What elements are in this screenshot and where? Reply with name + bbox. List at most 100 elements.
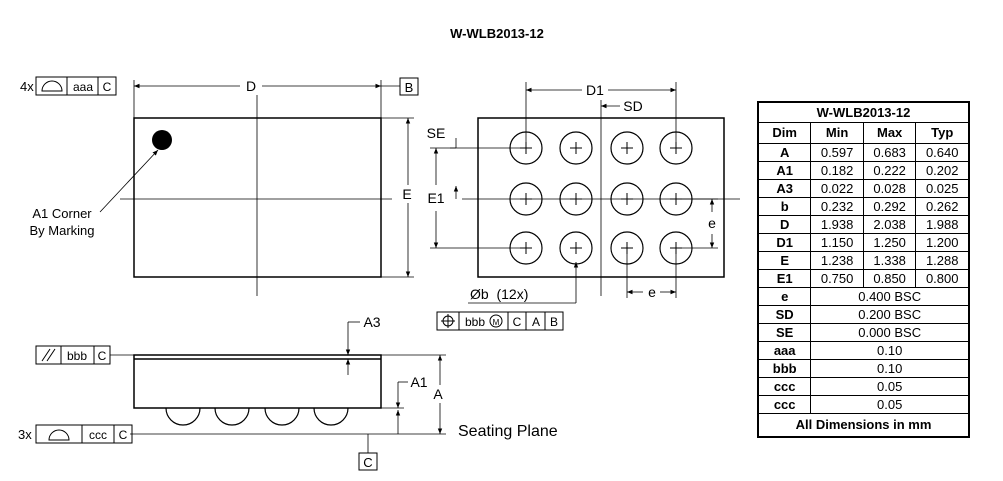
table-cell-dim: b: [757, 197, 812, 216]
table-cell-max: 0.683: [862, 143, 917, 162]
dim-A1-label: A1: [410, 374, 427, 390]
ball-callout-label: Øb (12x): [470, 286, 528, 302]
table-cell-value: 0.10: [810, 341, 970, 360]
dim-D-label: D: [246, 78, 256, 94]
top-view-package-outline: [133, 117, 382, 278]
datum-b-box: [399, 77, 419, 96]
ball-center-mark: [520, 242, 532, 254]
drawing-title: W-WLB2013-12: [450, 26, 544, 41]
table-cell-dim: D: [757, 215, 812, 234]
dim-A3-label: A3: [363, 314, 380, 330]
table-cell-typ: 0.025: [915, 179, 970, 198]
side-solder-ball: [264, 407, 300, 426]
solder-ball: [610, 131, 644, 165]
table-cell-value: 0.10: [810, 359, 970, 378]
table-cell-typ: 0.202: [915, 161, 970, 180]
ball-center-mark: [621, 193, 633, 205]
solder-ball-grid: [509, 131, 693, 265]
fcf-position-bbb: bbb: [465, 315, 485, 329]
table-cell-dim: D1: [757, 233, 812, 252]
table-cell-min: 0.750: [810, 269, 864, 288]
table-cell-dim: bbb: [757, 359, 812, 378]
ball-center-mark: [570, 142, 582, 154]
dim-SD-label: SD: [623, 98, 642, 114]
a1-corner-label-line1: A1 Corner: [32, 206, 92, 221]
table-cell-typ: 0.262: [915, 197, 970, 216]
table-cell-min: 0.232: [810, 197, 864, 216]
table-footer: All Dimensions in mm: [757, 413, 970, 438]
side-solder-ball: [214, 407, 250, 426]
table-cell-max: 0.292: [862, 197, 917, 216]
table-cell-value: 0.400 BSC: [810, 287, 970, 306]
table-header-row: Dim Min Max Typ: [757, 122, 970, 144]
dim-E1-label: E1: [427, 190, 444, 206]
mmc-icon: [489, 314, 503, 328]
side-solder-ball: [313, 407, 349, 426]
fcf-position-datum-c: C: [513, 315, 522, 329]
datum-c-label: C: [363, 455, 372, 470]
fcf-parallelism-frame: [35, 345, 111, 365]
table-header-max: Max: [862, 122, 917, 144]
dim-E-label: E: [402, 186, 411, 202]
fcf-parallel-datum-c: C: [98, 349, 107, 363]
table-cell-min: 1.238: [810, 251, 864, 270]
table-cell-dim: e: [757, 287, 812, 306]
ball-center-mark: [621, 242, 633, 254]
fcf-position-datum-a: A: [532, 315, 540, 329]
side-view: [110, 321, 446, 453]
side-view-package-body: [133, 354, 382, 409]
table-cell-max: 0.850: [862, 269, 917, 288]
bottom-view: [430, 82, 740, 304]
table-cell-max: 2.038: [862, 215, 917, 234]
datum-c-box: [358, 452, 378, 471]
table-cell-dim: E1: [757, 269, 812, 288]
table-cell-max: 1.250: [862, 233, 917, 252]
table-cell-dim: ccc: [757, 377, 812, 396]
table-cell-max: 0.028: [862, 179, 917, 198]
table-header-min: Min: [810, 122, 864, 144]
solder-ball: [610, 182, 644, 216]
table-cell-dim: aaa: [757, 341, 812, 360]
solder-ball: [659, 182, 693, 216]
fcf-position-datum-b: B: [550, 315, 558, 329]
table-cell-dim: E: [757, 251, 812, 270]
ball-center-mark: [520, 193, 532, 205]
table-cell-min: 0.597: [810, 143, 864, 162]
ball-center-mark: [670, 193, 682, 205]
table-cell-value: 0.000 BSC: [810, 323, 970, 342]
ball-center-mark: [520, 142, 532, 154]
solder-ball: [659, 131, 693, 165]
ball-center-mark: [670, 142, 682, 154]
fcf-parallel-bbb: bbb: [67, 349, 87, 363]
table-cell-value: 0.05: [810, 377, 970, 396]
seating-plane-label: Seating Plane: [458, 423, 558, 440]
table-cell-max: 1.338: [862, 251, 917, 270]
table-cell-dim: SE: [757, 323, 812, 342]
datum-b-label: B: [405, 80, 414, 95]
dim-SE-label: SE: [427, 125, 446, 141]
table-cell-max: 0.222: [862, 161, 917, 180]
count-3x-label: 3x: [18, 427, 32, 442]
table-cell-value: 0.05: [810, 395, 970, 414]
solder-ball: [509, 231, 543, 265]
dim-e-horizontal-label: e: [648, 284, 656, 300]
fcf-ccc-datum-c: C: [119, 428, 128, 442]
ball-center-mark: [570, 242, 582, 254]
dim-D1-label: D1: [586, 82, 604, 98]
fcf-position-mmc: M: [493, 318, 500, 327]
solder-ball: [559, 131, 593, 165]
dim-A-label: A: [433, 386, 443, 402]
table-cell-dim: SD: [757, 305, 812, 324]
count-4x-label: 4x: [20, 79, 34, 94]
